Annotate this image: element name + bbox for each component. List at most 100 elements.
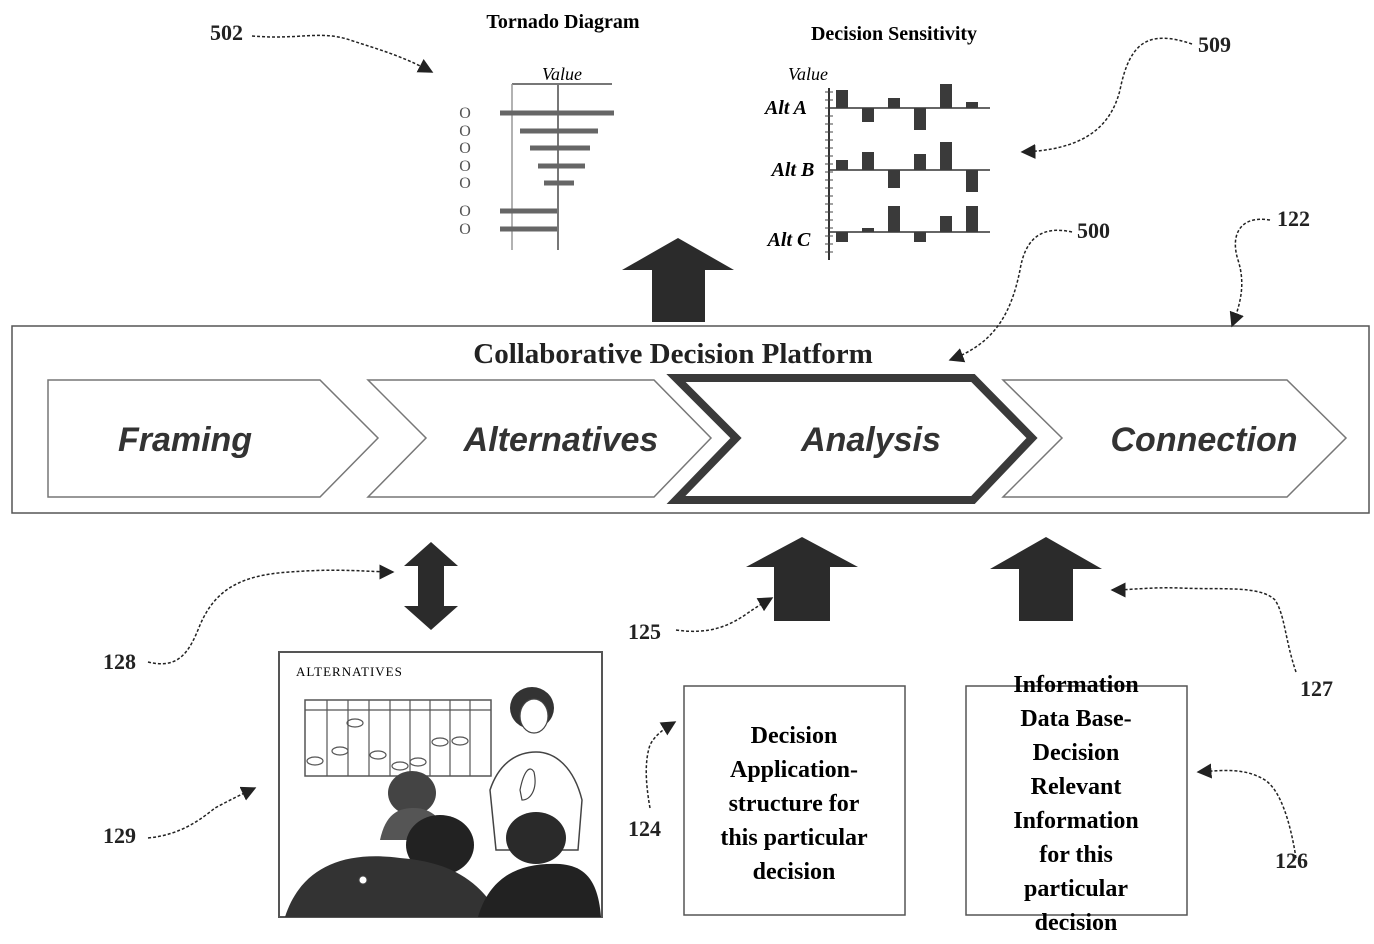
audience-body-left (285, 856, 500, 917)
tornado-bar (530, 145, 590, 151)
ref-122: 122 (1277, 206, 1310, 231)
sensitivity-bar (914, 232, 926, 242)
info-db-line-3: Decision (1033, 740, 1120, 766)
ref-127: 127 (1300, 676, 1333, 701)
decision-app-line-4: this particular (720, 825, 868, 851)
leader-127 (1110, 582, 1297, 673)
meeting-illustration: ALTERNATIVES (278, 651, 603, 918)
tornado-axis-label: Value (542, 64, 582, 84)
tornado-bar (538, 163, 585, 169)
decision-app-up-arrow (746, 537, 858, 621)
sensitivity-bar (836, 160, 848, 170)
sensitivity-row-label-b: Alt B (770, 159, 815, 181)
sensitivity-bar (940, 216, 952, 232)
board-ovals (306, 718, 469, 771)
ref-126: 126 (1275, 848, 1308, 873)
decision-app-box (683, 685, 906, 916)
ref-509: 509 (1198, 32, 1231, 57)
info-db-line-5: Information (1013, 808, 1138, 834)
sensitivity-bar (862, 108, 874, 122)
audience-head-right (506, 812, 566, 864)
decision-app-line-1: Decision (751, 723, 838, 749)
presenter-face (519, 698, 549, 734)
leader-502 (251, 34, 434, 73)
leader-509 (1020, 37, 1193, 160)
board-grid (304, 699, 492, 777)
stage-analysis-chevron (666, 374, 1038, 504)
tornado-row-label: O (459, 123, 471, 140)
sensitivity-row-label-a: Alt A (763, 97, 807, 119)
info-db-line-6: for this (1039, 842, 1113, 868)
stage-connection-chevron (1001, 379, 1348, 498)
decision-app-text: Decision Application- structure for this… (720, 723, 868, 885)
info-db-up-arrow (990, 537, 1102, 621)
sensitivity-bar (888, 98, 900, 108)
stage-analysis-label: Analysis (800, 421, 941, 459)
leader-129 (147, 786, 257, 839)
decision-app-line-2: Application- (730, 757, 858, 783)
info-db-line-1: Information (1013, 672, 1138, 698)
ref-125: 125 (628, 619, 661, 644)
sensitivity-axis-label: Value (788, 64, 828, 84)
info-db-line-7: particular (1024, 876, 1128, 902)
tornado-bar (500, 110, 614, 116)
sensitivity-bar (914, 154, 926, 170)
decision-sensitivity: Decision Sensitivity Value Alt A Alt B A… (763, 23, 990, 260)
leader-500 (948, 229, 1073, 363)
output-up-arrow (622, 238, 734, 322)
sensitivity-row-label-c: Alt C (766, 229, 811, 251)
stage-connection-label: Connection (1111, 421, 1298, 459)
info-db-line-4: Relevant (1031, 774, 1122, 800)
decision-app-line-3: structure for (729, 791, 860, 817)
tornado-bars (500, 110, 614, 232)
board-columns (305, 700, 491, 776)
leader-122 (1229, 218, 1271, 328)
audience-body-right (478, 863, 601, 917)
sensitivity-bars (836, 84, 978, 242)
sensitivity-bar (836, 232, 848, 242)
sensitivity-bar (862, 152, 874, 170)
info-db-box (965, 685, 1188, 916)
ref-124: 124 (628, 816, 661, 841)
tornado-row-label: O (459, 158, 471, 175)
info-db-line-8: decision (1035, 910, 1118, 936)
stage-framing-chevron (47, 379, 380, 498)
leader-125 (675, 597, 774, 633)
tornado-row-label: O (459, 203, 471, 220)
stage-alternatives-chevron (366, 379, 713, 498)
bidirectional-arrow (404, 542, 458, 630)
sensitivity-bar (836, 90, 848, 108)
sensitivity-bar (940, 84, 952, 108)
tornado-bar (500, 208, 557, 214)
info-db-line-2: Data Base- (1020, 706, 1131, 732)
platform-title: Collaborative Decision Platform (473, 338, 872, 370)
ref-502: 502 (210, 20, 243, 45)
audience-head-left (406, 815, 474, 875)
stage-alternatives-label: Alternatives (463, 421, 659, 459)
sensitivity-bar (940, 142, 952, 170)
tornado-bar (500, 226, 557, 232)
presenter-hand (519, 768, 536, 801)
sensitivity-bar (914, 108, 926, 130)
sensitivity-bar (888, 170, 900, 188)
ref-500: 500 (1077, 218, 1110, 243)
sensitivity-bar (966, 102, 978, 108)
sensitivity-bar (888, 206, 900, 232)
ref-129: 129 (103, 823, 136, 848)
stage-framing-label: Framing (118, 421, 252, 459)
sensitivity-ticks (825, 91, 833, 253)
info-db-text: Information Data Base- Decision Relevant… (1013, 672, 1138, 936)
audience-small-circle (358, 875, 368, 885)
sensitivity-title: Decision Sensitivity (811, 23, 977, 45)
decision-app-line-5: decision (753, 859, 836, 885)
tornado-row-label: O (459, 105, 471, 122)
tornado-row-label: O (459, 175, 471, 192)
tornado-title: Tornado Diagram (486, 11, 640, 33)
sensitivity-bar (966, 170, 978, 192)
tornado-row-label: O (459, 140, 471, 157)
leader-124 (645, 721, 677, 809)
sensitivity-bar (862, 228, 874, 232)
